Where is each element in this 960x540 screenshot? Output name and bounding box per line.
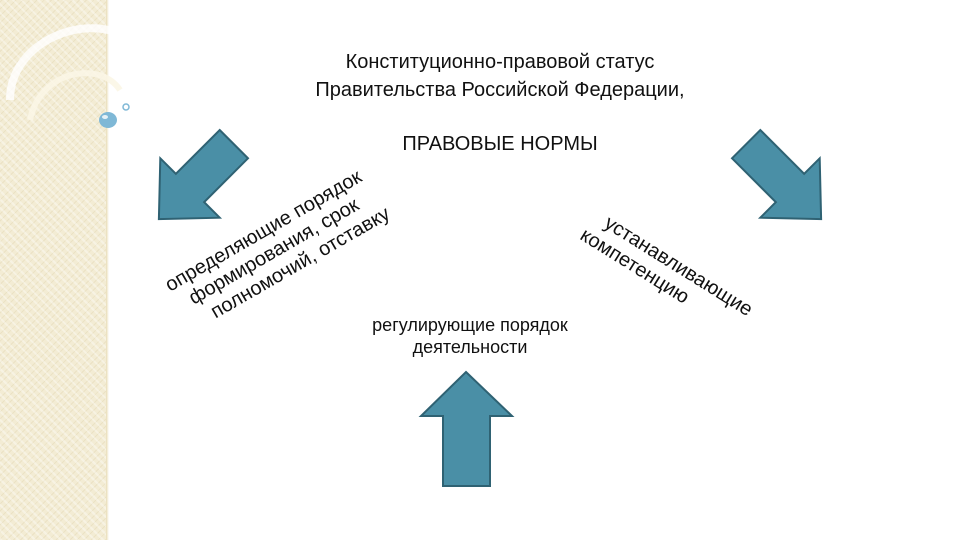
- strip-edge: [106, 0, 109, 540]
- arrow-up-icon: [418, 370, 515, 487]
- diagram-title: Конституционно-правовой статус Правитель…: [250, 48, 750, 104]
- center-text-line-2: деятельности: [412, 337, 528, 357]
- decorative-strip: [0, 0, 106, 540]
- arrow-down-right-icon: [157, 128, 250, 221]
- center-text-line-1: регулирующие порядок: [372, 315, 568, 335]
- norms-heading: ПРАВОВЫЕ НОРМЫ: [402, 133, 598, 155]
- title-line-1: Конституционно-правовой статус: [345, 51, 655, 73]
- decorative-swirl: [6, 24, 133, 128]
- title-line-2: Правительства Российской Федерации,: [315, 79, 685, 101]
- center-text: регулирующие порядок деятельности: [330, 314, 610, 358]
- arrow-down-left-icon: [730, 128, 823, 221]
- bubble-icon: [99, 103, 130, 128]
